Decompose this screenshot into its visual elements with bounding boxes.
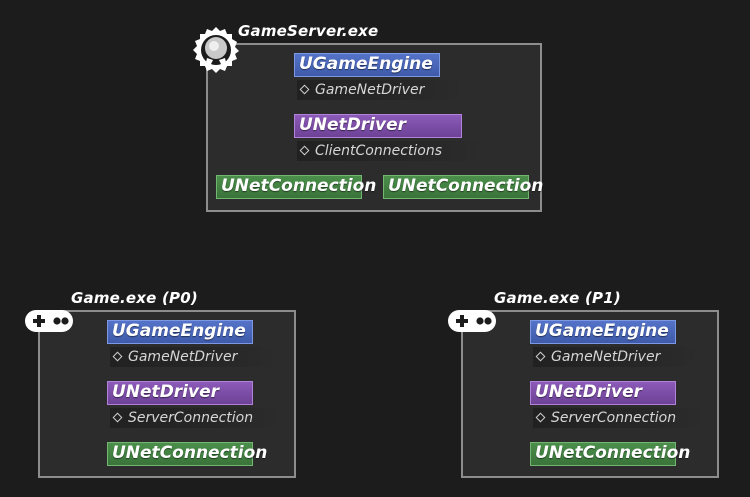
- server-driver-node: UNetDriver: [294, 114, 462, 138]
- client-p1-driver-property-label: ServerConnection: [551, 410, 677, 426]
- client-p1-engine-property: GameNetDriver: [533, 347, 701, 367]
- server-title: GameServer.exe: [238, 22, 379, 40]
- diamond-icon: [299, 145, 310, 156]
- client-p1-connection-node: UNetConnection: [530, 442, 690, 466]
- server-engine-node: UGameEngine: [294, 53, 440, 77]
- server-connection-node: UNetConnection: [383, 175, 543, 199]
- diamond-icon: [299, 84, 310, 95]
- badge-icon: [192, 26, 240, 74]
- client-p0-engine-property-label: GameNetDriver: [128, 349, 238, 365]
- server-connection-node: UNetConnection: [216, 175, 376, 199]
- client-p1-engine-node: UGameEngine: [530, 320, 676, 344]
- client-p0-driver-property: ServerConnection: [110, 408, 283, 428]
- client-p1-driver-property: ServerConnection: [533, 408, 706, 428]
- server-engine-property-label: GameNetDriver: [315, 82, 425, 98]
- client-p0-title: Game.exe (P0): [71, 289, 198, 307]
- client-p0-driver-node: UNetDriver: [107, 381, 253, 405]
- client-p0-engine-property: GameNetDriver: [110, 347, 278, 367]
- client-p1-driver-node: UNetDriver: [530, 381, 676, 405]
- client-p0-driver-property-label: ServerConnection: [128, 410, 254, 426]
- gamepad-icon: [24, 308, 74, 334]
- server-driver-property-label: ClientConnections: [315, 143, 443, 159]
- diamond-icon: [535, 351, 546, 362]
- server-engine-property: GameNetDriver: [297, 80, 465, 100]
- client-p0-engine-node: UGameEngine: [107, 320, 253, 344]
- diamond-icon: [535, 412, 546, 423]
- client-p0-connection-node: UNetConnection: [107, 442, 267, 466]
- diamond-icon: [112, 412, 123, 423]
- gamepad-icon: [447, 308, 497, 334]
- server-driver-property: ClientConnections: [297, 141, 485, 161]
- client-p1-engine-property-label: GameNetDriver: [551, 349, 661, 365]
- diamond-icon: [112, 351, 123, 362]
- client-p1-title: Game.exe (P1): [494, 289, 621, 307]
